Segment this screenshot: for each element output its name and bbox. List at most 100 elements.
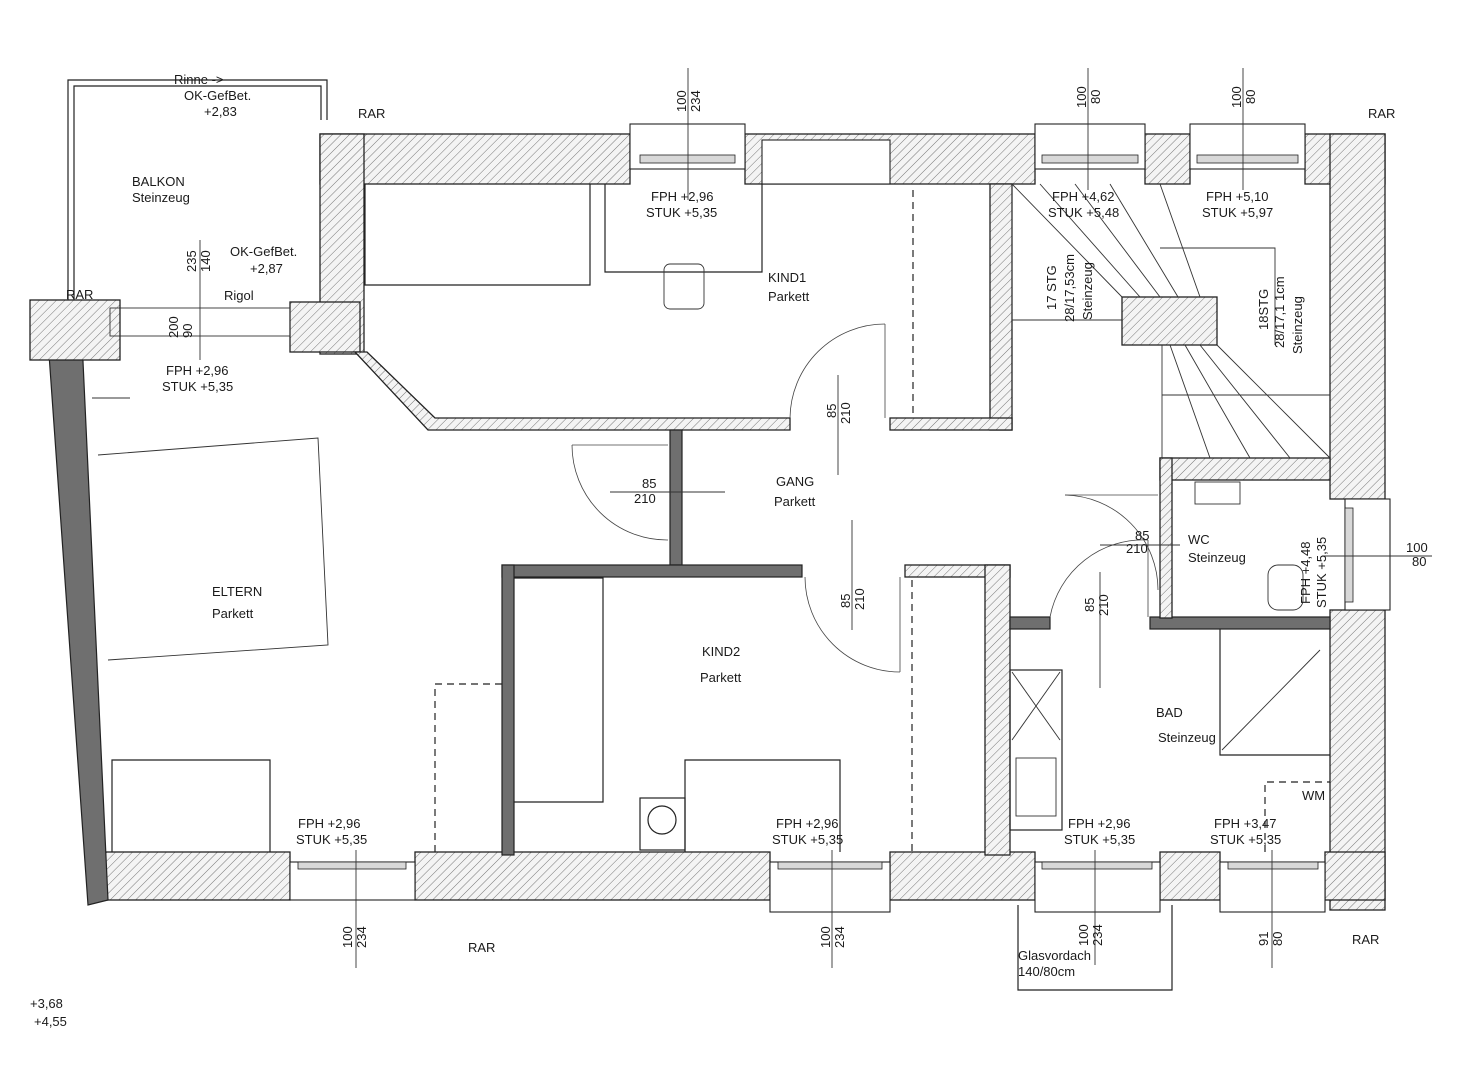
window-stair-a-glass — [1041, 154, 1139, 164]
stair-step-5 — [1159, 183, 1201, 298]
wall-kind2-left — [501, 564, 515, 856]
window-kind1-top-glass — [639, 154, 736, 164]
wall-kind1-bottom-r — [889, 417, 1013, 431]
note-level-b: +4,55 — [34, 1014, 67, 1029]
win-bad-b-stuk: STUK +5,35 — [1210, 832, 1281, 847]
win-bad-a-stuk: STUK +5,35 — [1064, 832, 1135, 847]
note-stairs-right-floor: Steinzeug — [1290, 296, 1305, 354]
room-kind2-floor: Parkett — [700, 670, 742, 685]
win-kind1-dim-b: 234 — [688, 90, 703, 112]
win-kind1-stuk: STUK +5,35 — [646, 205, 717, 220]
room-kind1-name: KIND1 — [768, 270, 806, 285]
door-kind2-swing — [804, 576, 901, 673]
win-kind2-stuk: STUK +5,35 — [772, 832, 843, 847]
wall-bottom-4 — [1159, 851, 1221, 901]
room-wc-floor: Steinzeug — [1188, 550, 1246, 565]
win-wc-fph: FPH +4,48 — [1298, 541, 1313, 604]
stair-step-8 — [1184, 344, 1251, 459]
note-stairs-right: 18STG — [1256, 289, 1271, 330]
bad-shower-x2 — [1011, 671, 1061, 741]
room-gang-floor: Parkett — [774, 494, 816, 509]
door-kind1-h: 210 — [838, 402, 853, 424]
win-eltern-dim-b: 234 — [354, 926, 369, 948]
wc-basin — [1194, 481, 1241, 505]
eltern-desk — [111, 759, 271, 852]
note-glasvordach-size: 140/80cm — [1018, 964, 1075, 979]
bad-counter — [1009, 669, 1063, 831]
wall-bad-top — [1009, 616, 1051, 630]
win-balkon-dim-a: 235 — [184, 250, 199, 272]
window-wc-right-glass — [1344, 507, 1354, 603]
stair-step-4 — [1109, 183, 1179, 298]
door-kind1-w: 85 — [824, 404, 839, 418]
balkon-outline — [67, 79, 328, 300]
room-kind2-name: KIND2 — [702, 644, 740, 659]
win-stair-a-dim-b: 80 — [1088, 90, 1103, 104]
note-ok-val: +2,87 — [250, 261, 283, 276]
stair-outline — [1011, 184, 1122, 321]
doors — [571, 323, 1159, 673]
door-bad-h: 210 — [1096, 594, 1111, 616]
win-balkon-fph: FPH +2,96 — [166, 363, 229, 378]
kind2-wardrobe — [514, 577, 604, 803]
window-kind2-bottom — [769, 861, 891, 913]
wall-bottom-2 — [414, 851, 771, 901]
kind2-dash-left — [434, 683, 502, 852]
wall-bottom-1 — [104, 851, 291, 901]
note-stairs-left: 17 STG — [1044, 265, 1059, 310]
stair-step-2 — [1039, 183, 1141, 298]
win-stair-b-dim-b: 80 — [1243, 90, 1258, 104]
win-balkon-dim-c: 200 — [166, 316, 181, 338]
bad-shower-diag — [1221, 649, 1321, 751]
win-bad-b-dim-a: 91 — [1256, 932, 1271, 946]
room-kind1-floor: Parkett — [768, 289, 810, 304]
note-stairs-left-floor: Steinzeug — [1080, 262, 1095, 320]
win-bad-a-dim-b: 234 — [1090, 924, 1105, 946]
win-kind1-dim-a: 100 — [674, 90, 689, 112]
room-eltern-name: ELTERN — [212, 584, 262, 599]
room-wc-name: WC — [1188, 532, 1210, 547]
win-bad-a-dim-a: 100 — [1076, 924, 1091, 946]
room-balkon-name: BALKON — [132, 174, 185, 189]
stair-core — [1121, 296, 1218, 346]
win-balkon-dim-d: 90 — [180, 324, 195, 338]
win-bad-b-fph: FPH +3,47 — [1214, 816, 1277, 831]
win-stair-a-stuk: STUK +5,48 — [1048, 205, 1119, 220]
note-rinne: Rinne -> — [174, 72, 224, 87]
stair-step-3 — [1074, 183, 1161, 298]
labels: BALKON Steinzeug KIND1 Parkett GANG Park… — [30, 72, 1428, 1029]
dimension-lines — [199, 68, 1432, 968]
win-kind2-fph: FPH +2,96 — [776, 816, 839, 831]
win-wc-stuk: STUK +5,35 — [1314, 537, 1329, 608]
window-kind1-fixed — [761, 139, 891, 185]
note-rar-4: RAR — [468, 940, 495, 955]
wall-bad-top-r — [1149, 616, 1331, 630]
kind2-washer — [639, 797, 686, 851]
wall-bottom-5 — [1324, 851, 1386, 901]
window-kind2-bottom-glass — [777, 861, 883, 870]
door-wc-h: 210 — [1126, 541, 1148, 556]
window-bad-a-glass — [1041, 861, 1153, 870]
stair-step-1 — [1011, 183, 1123, 298]
win-bad-b-dim-b: 80 — [1270, 932, 1285, 946]
door-bad-w: 85 — [1082, 598, 1097, 612]
room-gang-name: GANG — [776, 474, 814, 489]
win-balkon-stuk: STUK +5,35 — [162, 379, 233, 394]
note-rigol: Rigol — [224, 288, 254, 303]
stair-step-6 — [1216, 344, 1331, 459]
wall-wc-left — [1159, 457, 1173, 619]
note-ok-top: OK-GefBet. — [184, 88, 251, 103]
door-wc-w: 85 — [1135, 528, 1149, 543]
windows — [289, 123, 1391, 913]
note-ok-top-val: +2,83 — [204, 104, 237, 119]
win-wc-dim-a: 100 — [1406, 540, 1428, 555]
door-kind1-swing — [789, 323, 886, 419]
win-stair-b-dim-a: 100 — [1229, 86, 1244, 108]
wall-right-upper — [1329, 133, 1386, 500]
wall-bottom-3 — [889, 851, 1036, 901]
note-rar-5: RAR — [1352, 932, 1379, 947]
bad-wm — [1264, 781, 1330, 852]
kind1-chair — [663, 263, 705, 310]
win-eltern-stuk: STUK +5,35 — [296, 832, 367, 847]
